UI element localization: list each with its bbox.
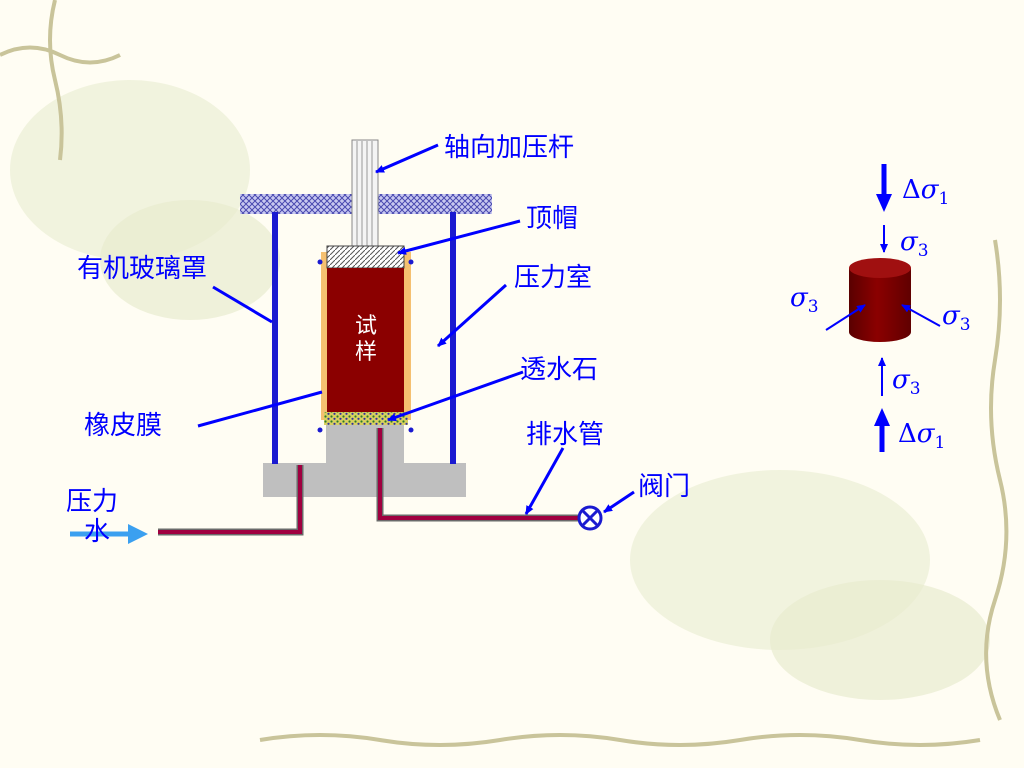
base-plate [263,463,466,497]
pressure-water-label: 压力水 [66,487,118,547]
sigma3-top: σ3 [900,227,929,261]
drain-pipe-shape [378,428,580,520]
valve-label: 阀门 [638,472,690,502]
sigma3-left: σ3 [790,283,819,317]
glass-cover-label: 有机玻璃罩 [77,254,207,284]
frame-post-right [450,212,456,464]
valve-symbol [577,505,603,531]
axial-rod-lines [356,141,373,247]
sample-body [327,268,404,412]
sigma3-bottom: σ3 [892,365,921,399]
top-cap-label: 顶帽 [526,204,578,234]
rubber-membrane-label: 橡皮膜 [84,411,162,441]
delta-sigma1-top: Δσ1 [902,175,949,209]
porous-stone-label: 透水石 [520,355,598,385]
membrane-seal-dots [317,259,414,433]
stress-element [825,164,941,452]
axial-rod-label: 轴向加压杆 [444,133,574,163]
axial-rod [351,139,379,249]
porous-stone-shape [324,412,408,425]
background-decoration [0,0,1009,747]
frame-post-left [272,212,278,464]
pressure-water-pipe [158,465,302,534]
water-inflow-arrow [70,524,148,544]
sigma3-right: σ3 [942,301,971,335]
pressure-chamber-label: 压力室 [514,263,592,293]
pedestal [326,424,404,466]
leader-lines [197,143,635,515]
drain-pipe-label: 排水管 [526,420,604,450]
sample-label: 试样 [355,314,377,365]
top-cap [326,245,405,269]
delta-sigma1-bottom: Δσ1 [898,419,945,453]
